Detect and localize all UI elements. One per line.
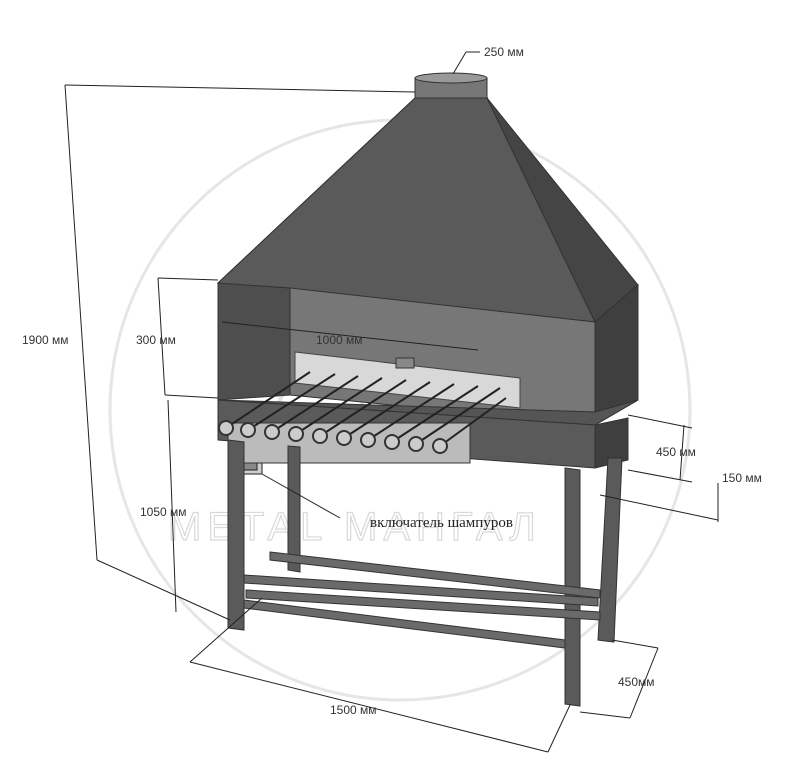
skewers [218,371,507,464]
label-firebox-height: 150 мм [722,471,762,485]
label-firebox-depth: 450 мм [656,445,696,459]
label-chimney-diameter: 250 мм [484,45,524,59]
dimension-lines [64,51,719,753]
label-hood-opening-height: 300 мм [136,333,176,347]
label-skewer-switch: включатель шампуров [370,515,513,531]
label-inner-width: 1000 мм [316,333,363,347]
stand-frame [227,439,623,707]
label-stand-height: 1050 мм [140,505,187,519]
label-length: 1500 мм [330,703,377,717]
hood [216,97,639,323]
label-total-height: 1900 мм [22,333,69,347]
label-depth: 450мм [618,675,655,689]
chimney [414,72,488,101]
